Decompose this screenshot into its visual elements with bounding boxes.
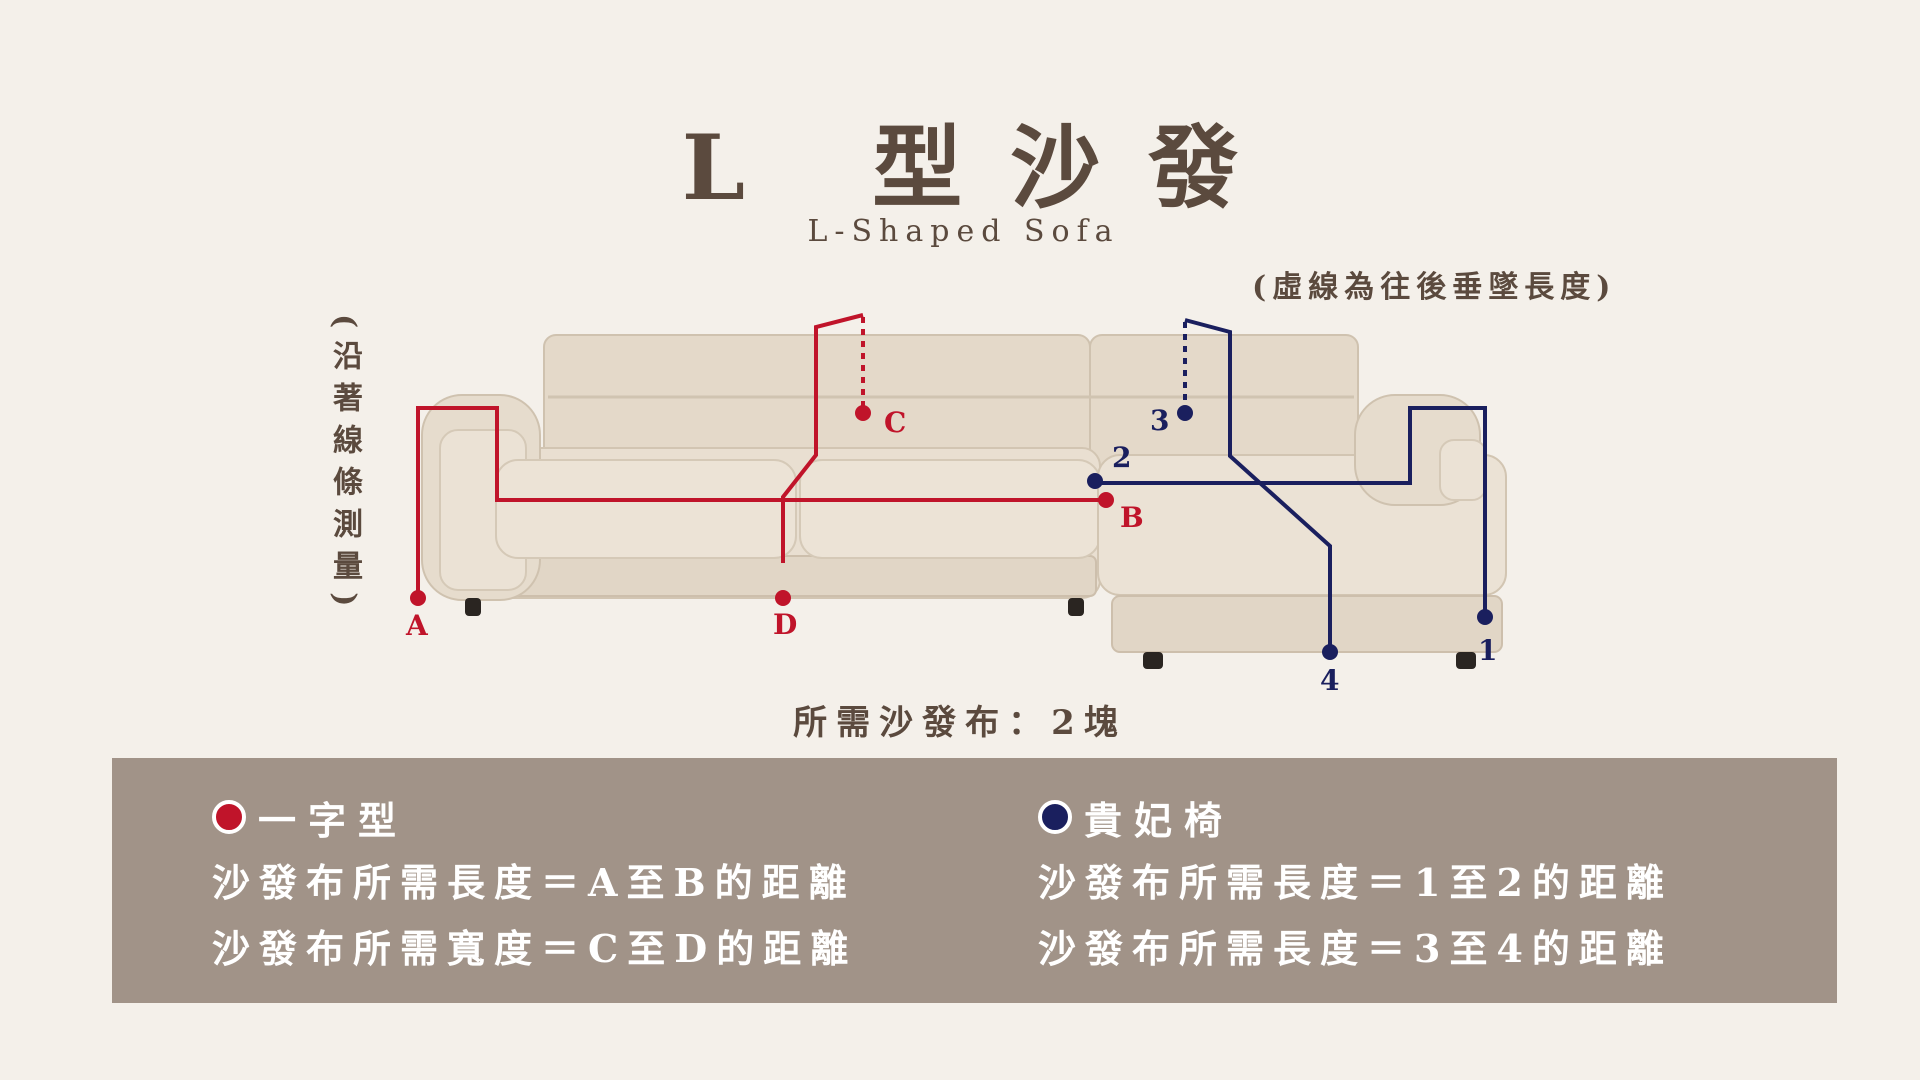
- red-dot-icon: [212, 800, 246, 834]
- legend-chaise-title: 貴妃椅: [1084, 797, 1235, 843]
- navy-dot-icon: [1038, 800, 1072, 834]
- point-3-label: 3: [1150, 404, 1169, 437]
- sofa-illustration: [421, 334, 1507, 669]
- legend-chaise-header: 貴妃椅: [1038, 788, 1673, 846]
- point-a-marker: [410, 590, 426, 606]
- dashed-line-note: (虛線為往後垂墜長度): [1252, 270, 1617, 305]
- point-1-marker: [1477, 609, 1493, 625]
- legend-straight-sofa: 一字型 沙發布所需長度＝A至B的距離 沙發布所需寬度＝C至D的距離: [212, 788, 857, 978]
- legend-straight-title: 一字型: [258, 797, 409, 843]
- legend-straight-length: 沙發布所需長度＝A至B的距離: [212, 860, 856, 905]
- navy-measure-points: [1087, 405, 1493, 660]
- point-c-marker: [855, 405, 871, 421]
- page-subtitle: L-Shaped Sofa: [807, 214, 1120, 249]
- legend-straight-width: 沙發布所需寬度＝C至D的距離: [212, 926, 858, 971]
- required-fabric-text: 所需沙發布：2塊: [793, 703, 1127, 743]
- point-1-label: 1: [1478, 634, 1497, 667]
- point-2-marker: [1087, 473, 1103, 489]
- page-title: L 型沙發: [681, 115, 1287, 221]
- point-d-marker: [775, 590, 791, 606]
- point-4-marker: [1322, 644, 1338, 660]
- point-b-label: B: [1120, 501, 1144, 534]
- point-d-label: D: [773, 608, 797, 641]
- legend-straight-header: 一字型: [212, 788, 857, 846]
- legend-chaise-length-2: 沙發布所需長度＝3至4的距離: [1038, 926, 1673, 971]
- point-4-label: 4: [1320, 664, 1339, 697]
- red-measure-lines: [416, 313, 1106, 598]
- point-2-label: 2: [1112, 441, 1131, 474]
- legend-chaise-length-1: 沙發布所需長度＝1至2的距離: [1038, 860, 1673, 905]
- measure-along-lines-note: (沿著線條測量): [327, 314, 362, 619]
- point-c-label: C: [884, 406, 906, 439]
- legend-panel: 一字型 沙發布所需長度＝A至B的距離 沙發布所需寬度＝C至D的距離 貴妃椅 沙發…: [112, 758, 1837, 1003]
- legend-chaise: 貴妃椅 沙發布所需長度＝1至2的距離 沙發布所需長度＝3至4的距離: [1038, 788, 1673, 978]
- point-3-marker: [1177, 405, 1193, 421]
- red-measure-points: [410, 405, 1114, 606]
- point-a-label: A: [405, 609, 429, 642]
- point-b-marker: [1098, 492, 1114, 508]
- navy-measure-lines: [1095, 318, 1487, 652]
